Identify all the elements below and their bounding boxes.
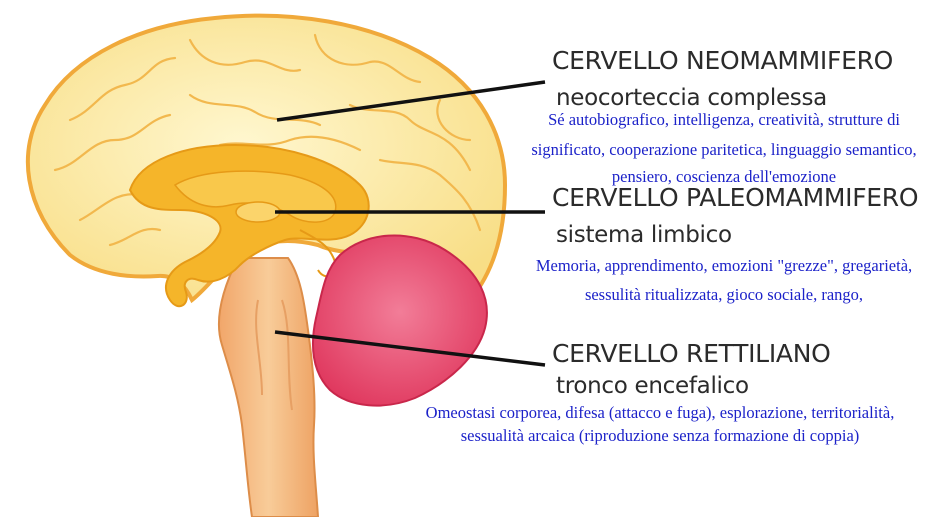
region-title-neomammifero: CERVELLO NEOMAMMIFERO	[552, 46, 894, 75]
region-description-neo-1: Sé autobiografico, intelligenza, creativ…	[548, 110, 900, 129]
region-subtitle-tronco: tronco encefalico	[556, 373, 749, 399]
region-description-paleo-2: sessulità ritualizzata, gioco sociale, r…	[584, 285, 864, 304]
region-description-rettiliano-1: Omeostasi corporea, difesa (attacco e fu…	[425, 403, 895, 422]
cerebellum	[311, 234, 488, 407]
region-subtitle-limbico: sistema limbico	[556, 222, 732, 248]
region-description-rettiliano-2: sessualità arcaica (riproduzione senza f…	[460, 426, 860, 445]
region-description-neo-2: significato, cooperazione paritetica, li…	[531, 140, 917, 159]
pointer-line-rettiliano	[274, 330, 546, 367]
gyri	[53, 33, 482, 247]
region-subtitle-neocorteccia: neocorteccia complessa	[556, 85, 827, 111]
region-title-paleomammifero: CERVELLO PALEOMAMMIFERO	[552, 183, 919, 212]
region-description-neo-3: pensiero, coscienza dell'emozione	[611, 167, 837, 186]
brainstem	[217, 257, 320, 517]
region-description-paleo-1: Memoria, apprendimento, emozioni "grezze…	[535, 256, 913, 275]
region-title-rettiliano: CERVELLO RETTILIANO	[552, 339, 831, 368]
pointer-line-neo	[276, 80, 546, 122]
